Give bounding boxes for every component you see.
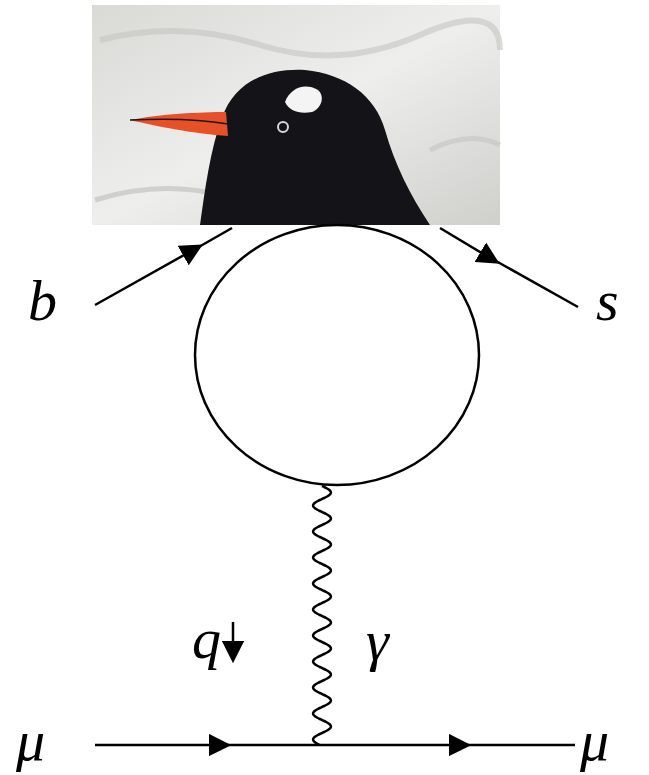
particle-label: γ xyxy=(366,612,389,670)
s-quark-line xyxy=(487,256,578,307)
particle-label: q xyxy=(192,610,221,668)
muon-line xyxy=(455,744,575,747)
momentum-arrow xyxy=(232,622,235,652)
s-quark-line xyxy=(440,228,490,258)
photon-line xyxy=(313,486,331,745)
b-quark-line xyxy=(95,250,193,305)
particle-label: b xyxy=(28,272,57,330)
b-quark-line xyxy=(190,228,232,252)
muon-line xyxy=(95,744,220,747)
penguin-photo xyxy=(92,5,500,225)
particle-label: μ xyxy=(16,712,45,770)
particle-label: μ xyxy=(580,712,609,770)
quark-loop xyxy=(195,225,479,485)
particle-label: s xyxy=(596,272,619,330)
muon-line xyxy=(215,744,460,747)
